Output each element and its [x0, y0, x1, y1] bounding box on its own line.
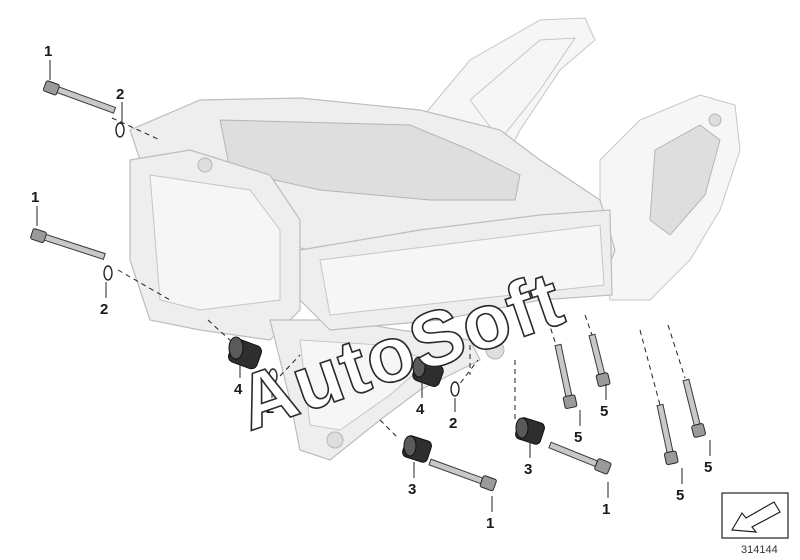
bolt-1-lower-right: [548, 441, 612, 475]
callout-labels: 1 2 1 2 4 2 4 2 3 3 1 1 5 5 5 5: [31, 43, 712, 532]
callout-2-upper-left: 2: [116, 86, 124, 103]
bushing-3-right: [515, 417, 545, 445]
callout-3-left: 3: [408, 481, 416, 498]
callout-4-right: 4: [416, 401, 425, 418]
washer-2-mid: [103, 265, 113, 281]
reference-number: 314144: [741, 544, 778, 556]
callout-5-b: 5: [600, 403, 608, 420]
bolt-1-upper-left: [43, 80, 117, 114]
bolt-1-lower-center: [428, 458, 497, 492]
bolt-5-a: [554, 343, 578, 409]
leader-lines: [111, 117, 686, 439]
callout-2-mid-left: 2: [100, 301, 108, 318]
callout-ticks: [36, 60, 711, 512]
callout-2-lower-center: 2: [449, 415, 457, 432]
arrow-icon: [721, 492, 789, 539]
callout-5-c: 5: [676, 487, 684, 504]
callout-1-lower-center: 1: [486, 515, 494, 532]
engine-frame: [129, 17, 741, 461]
callout-1-mid-left: 1: [31, 189, 39, 206]
bushing-4-right: [412, 356, 444, 387]
callout-1-lower-right: 1: [602, 501, 610, 518]
bushing-3-left: [402, 435, 432, 463]
washer-2-upper: [115, 122, 125, 138]
callout-3-right: 3: [524, 461, 532, 478]
callout-5-a: 5: [574, 429, 582, 446]
callout-5-d: 5: [704, 459, 712, 476]
washer-2-lower-center: [450, 381, 460, 397]
callout-4-left: 4: [234, 381, 243, 398]
bolt-5-d: [682, 378, 706, 438]
washer-2-lower-left: [268, 368, 278, 384]
bolt-5-b: [588, 333, 611, 387]
callout-2-lower-left: 2: [266, 400, 274, 417]
bolt-5-c: [656, 403, 679, 466]
callout-1-upper-left: 1: [44, 43, 52, 60]
bolt-1-mid-left: [30, 228, 106, 260]
bushing-4-left: [227, 336, 263, 370]
